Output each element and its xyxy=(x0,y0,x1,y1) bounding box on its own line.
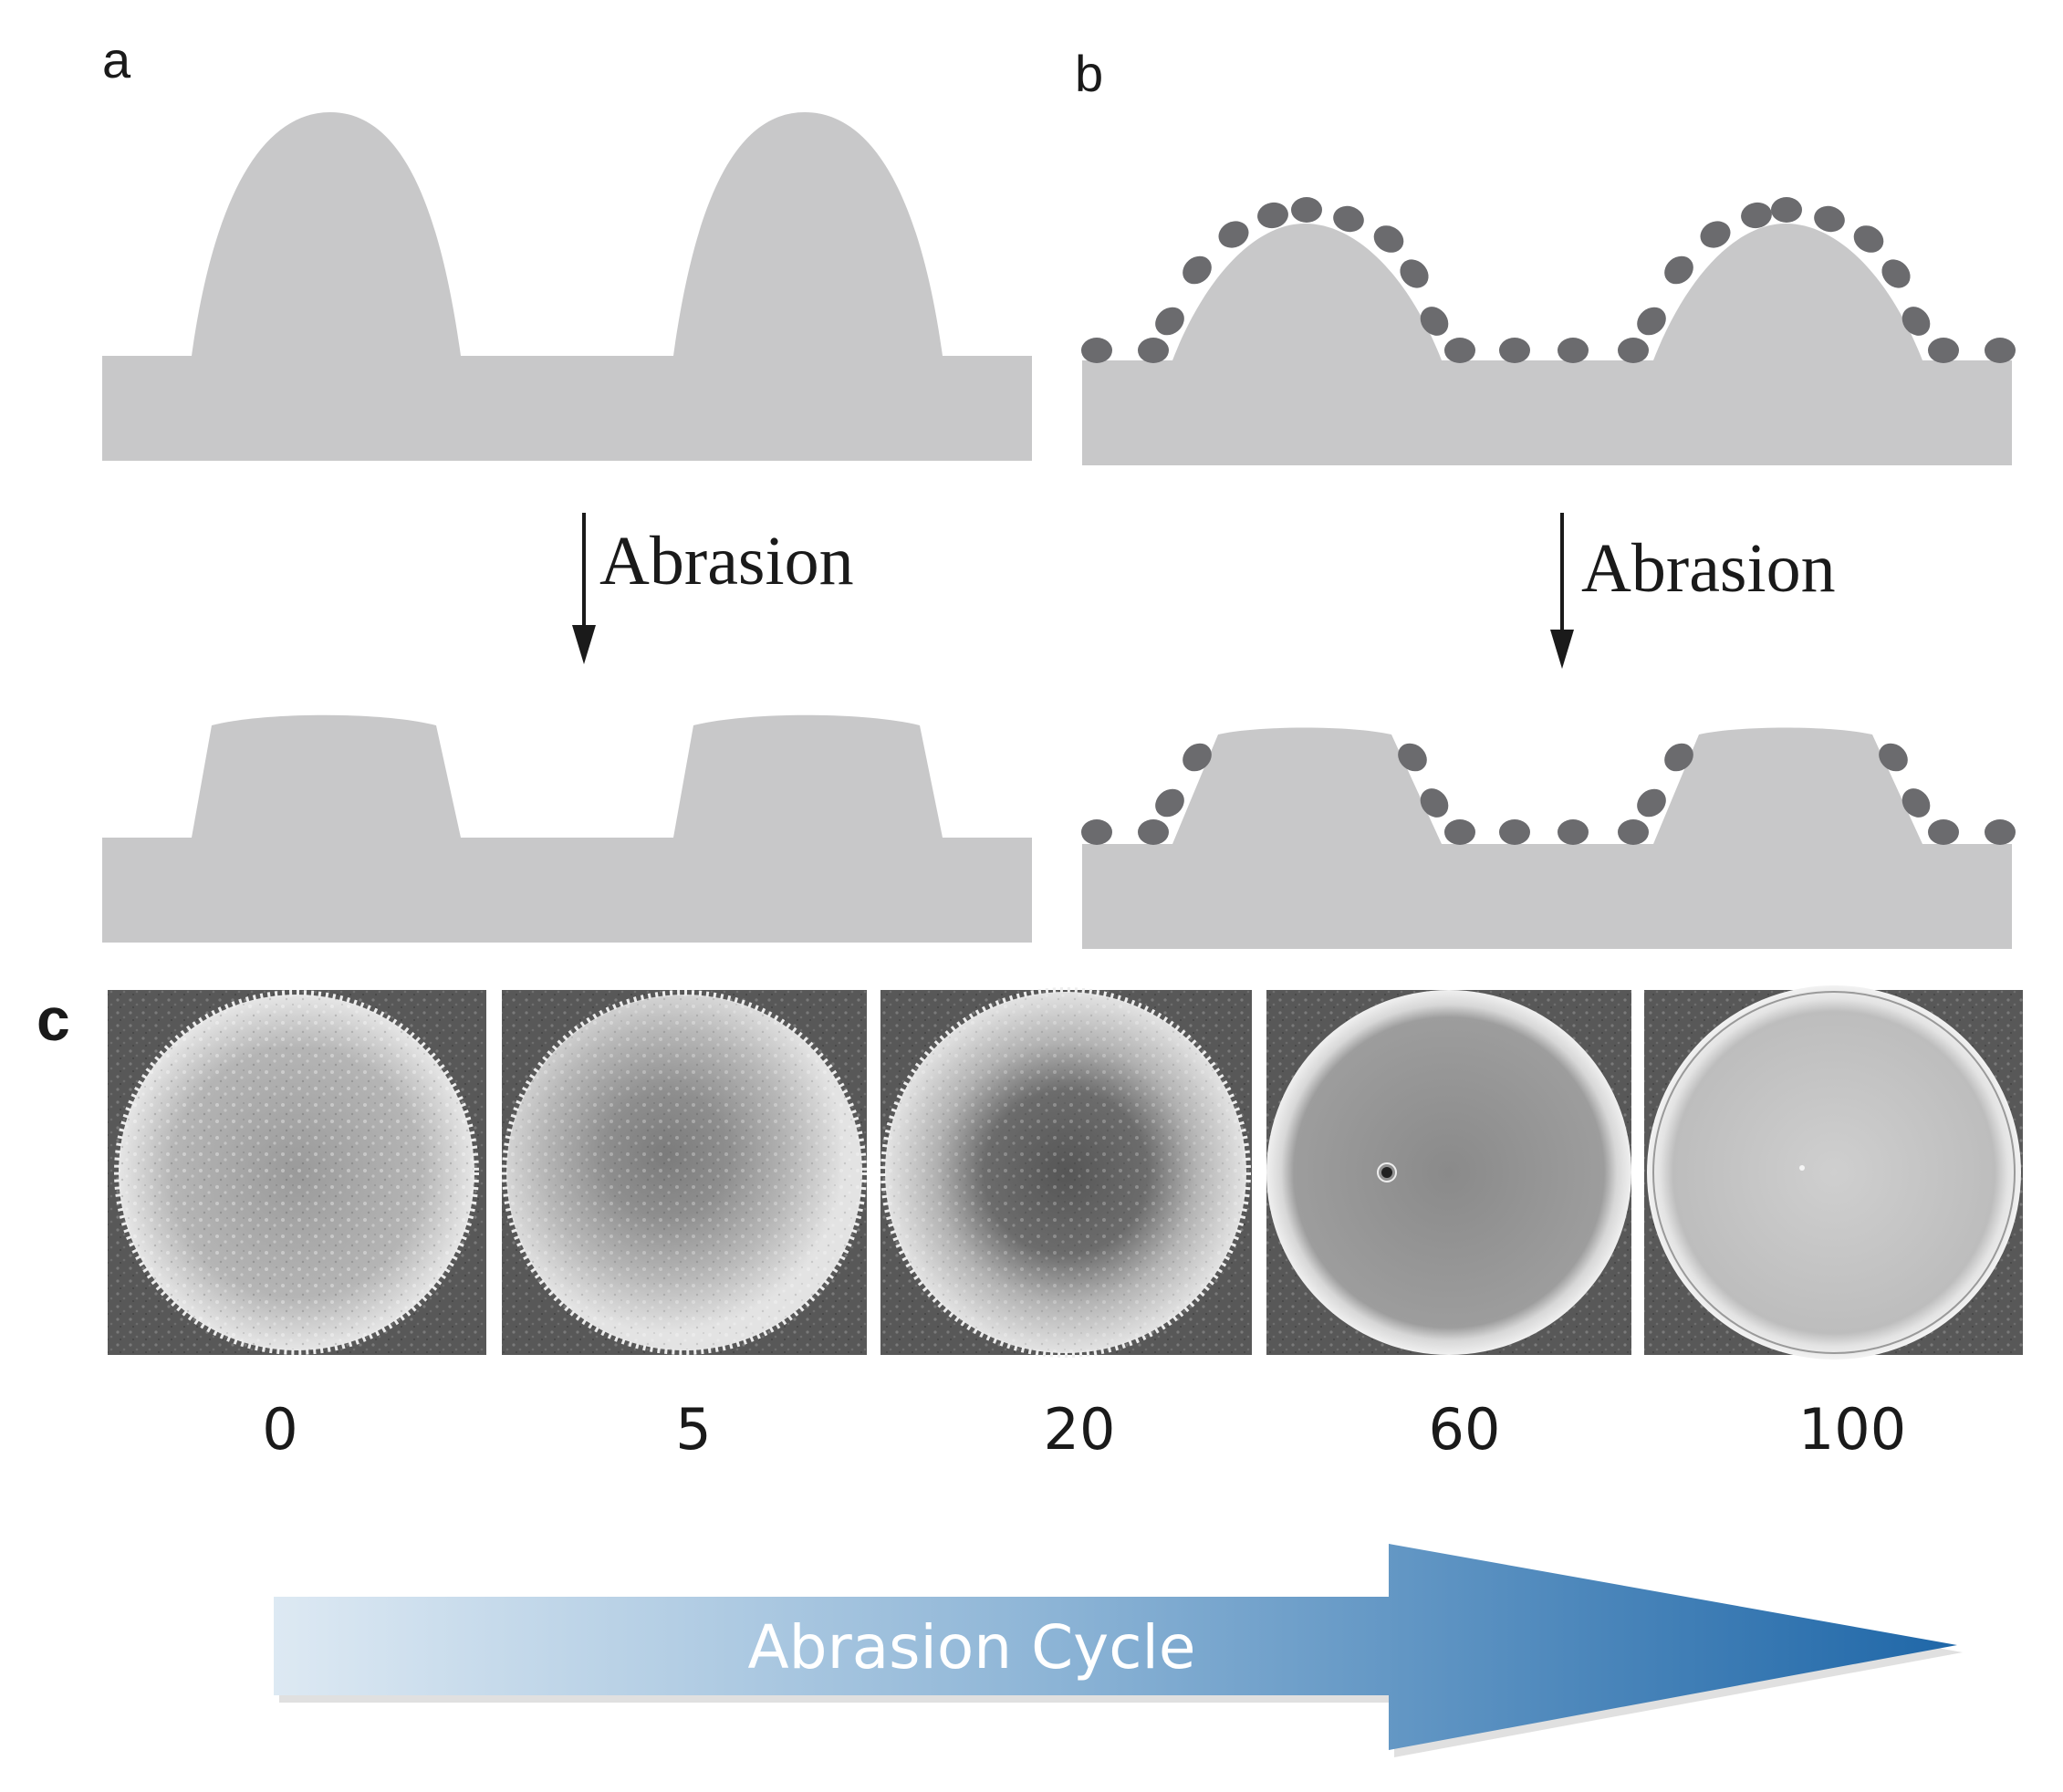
panel-a-surface-after xyxy=(102,714,1032,943)
cycle-label: 5 xyxy=(675,1396,711,1463)
sem-image-cycle-0 xyxy=(108,990,486,1355)
nanoparticle xyxy=(1444,819,1475,845)
nanoparticle xyxy=(1155,788,1184,818)
panel-b-arrow-head xyxy=(1550,630,1574,669)
nanoparticle xyxy=(1879,743,1908,772)
nanoparticle xyxy=(1183,743,1212,772)
sem-image-cycle-20 xyxy=(880,987,1252,1358)
sem-image-cycle-60 xyxy=(1266,990,1631,1355)
nanoparticle xyxy=(1700,221,1731,248)
nanoparticle xyxy=(1081,819,1112,845)
cycle-label: 100 xyxy=(1798,1396,1906,1463)
panel-a: a Abrasion xyxy=(102,31,1032,943)
nanoparticle xyxy=(1637,788,1666,818)
sem-image-cycle-100 xyxy=(1644,985,2023,1360)
panel-a-label: a xyxy=(102,31,131,89)
nanoparticle xyxy=(1618,819,1649,845)
panel-a-surface-before xyxy=(102,112,1032,461)
panel-a-arrow-label: Abrasion xyxy=(599,523,854,599)
panel-b-surface-before xyxy=(1082,224,2012,465)
nanoparticle xyxy=(1333,205,1364,233)
panel-c-label: c xyxy=(36,985,70,1053)
nanoparticle xyxy=(1499,819,1530,845)
nanoparticle xyxy=(1138,819,1169,845)
panel-a-arrow-head xyxy=(572,625,596,664)
nanoparticle xyxy=(1902,788,1931,818)
nanoparticle xyxy=(1985,338,2016,363)
nanoparticle xyxy=(1155,307,1184,336)
nanoparticle xyxy=(1558,819,1589,845)
panel-b-label: b xyxy=(1075,45,1103,102)
nanoparticle xyxy=(1291,197,1322,223)
nanoparticle xyxy=(1637,307,1666,336)
nanoparticle xyxy=(1081,338,1112,363)
panel-c: c xyxy=(36,985,2023,1757)
nanoparticle xyxy=(1928,338,1959,363)
nanoparticle xyxy=(1420,307,1449,336)
nanoparticle xyxy=(1814,205,1845,233)
panel-b-arrow-label: Abrasion xyxy=(1581,530,1836,607)
panel-b-particles-before xyxy=(1081,197,2016,363)
nanoparticle xyxy=(1257,202,1288,229)
nanoparticle xyxy=(1853,225,1884,253)
abrasion-cycle-arrow: Abrasion Cycle xyxy=(274,1544,1963,1757)
nanoparticle xyxy=(1664,255,1693,285)
nanoparticle xyxy=(1664,743,1693,772)
nanoparticle xyxy=(1183,255,1212,285)
nanoparticle xyxy=(1902,307,1931,336)
panel-b-particles-after xyxy=(1081,743,2016,845)
cycle-label: 0 xyxy=(262,1396,297,1463)
nanoparticle xyxy=(1985,819,2016,845)
nanoparticle xyxy=(1420,788,1449,818)
nanoparticle xyxy=(1771,197,1802,223)
nanoparticle xyxy=(1398,743,1427,772)
nanoparticle xyxy=(1400,259,1429,288)
nanoparticle xyxy=(1499,338,1530,363)
sem-image-cycle-5 xyxy=(502,990,867,1355)
abrasion-cycle-label: Abrasion Cycle xyxy=(748,1612,1196,1683)
nanoparticle xyxy=(1138,338,1169,363)
panel-b: b Abrasion xyxy=(1075,45,2016,949)
nanoparticle xyxy=(1444,338,1475,363)
nanoparticle xyxy=(1558,338,1589,363)
cycle-label: 20 xyxy=(1044,1396,1116,1463)
nanoparticle xyxy=(1218,221,1249,248)
nanoparticle xyxy=(1741,202,1772,229)
panel-b-surface-after xyxy=(1082,727,2012,949)
nanoparticle xyxy=(1928,819,1959,845)
nanoparticle xyxy=(1373,225,1404,253)
cycle-label: 60 xyxy=(1429,1396,1501,1463)
nanoparticle xyxy=(1618,338,1649,363)
nanoparticle xyxy=(1881,259,1911,288)
